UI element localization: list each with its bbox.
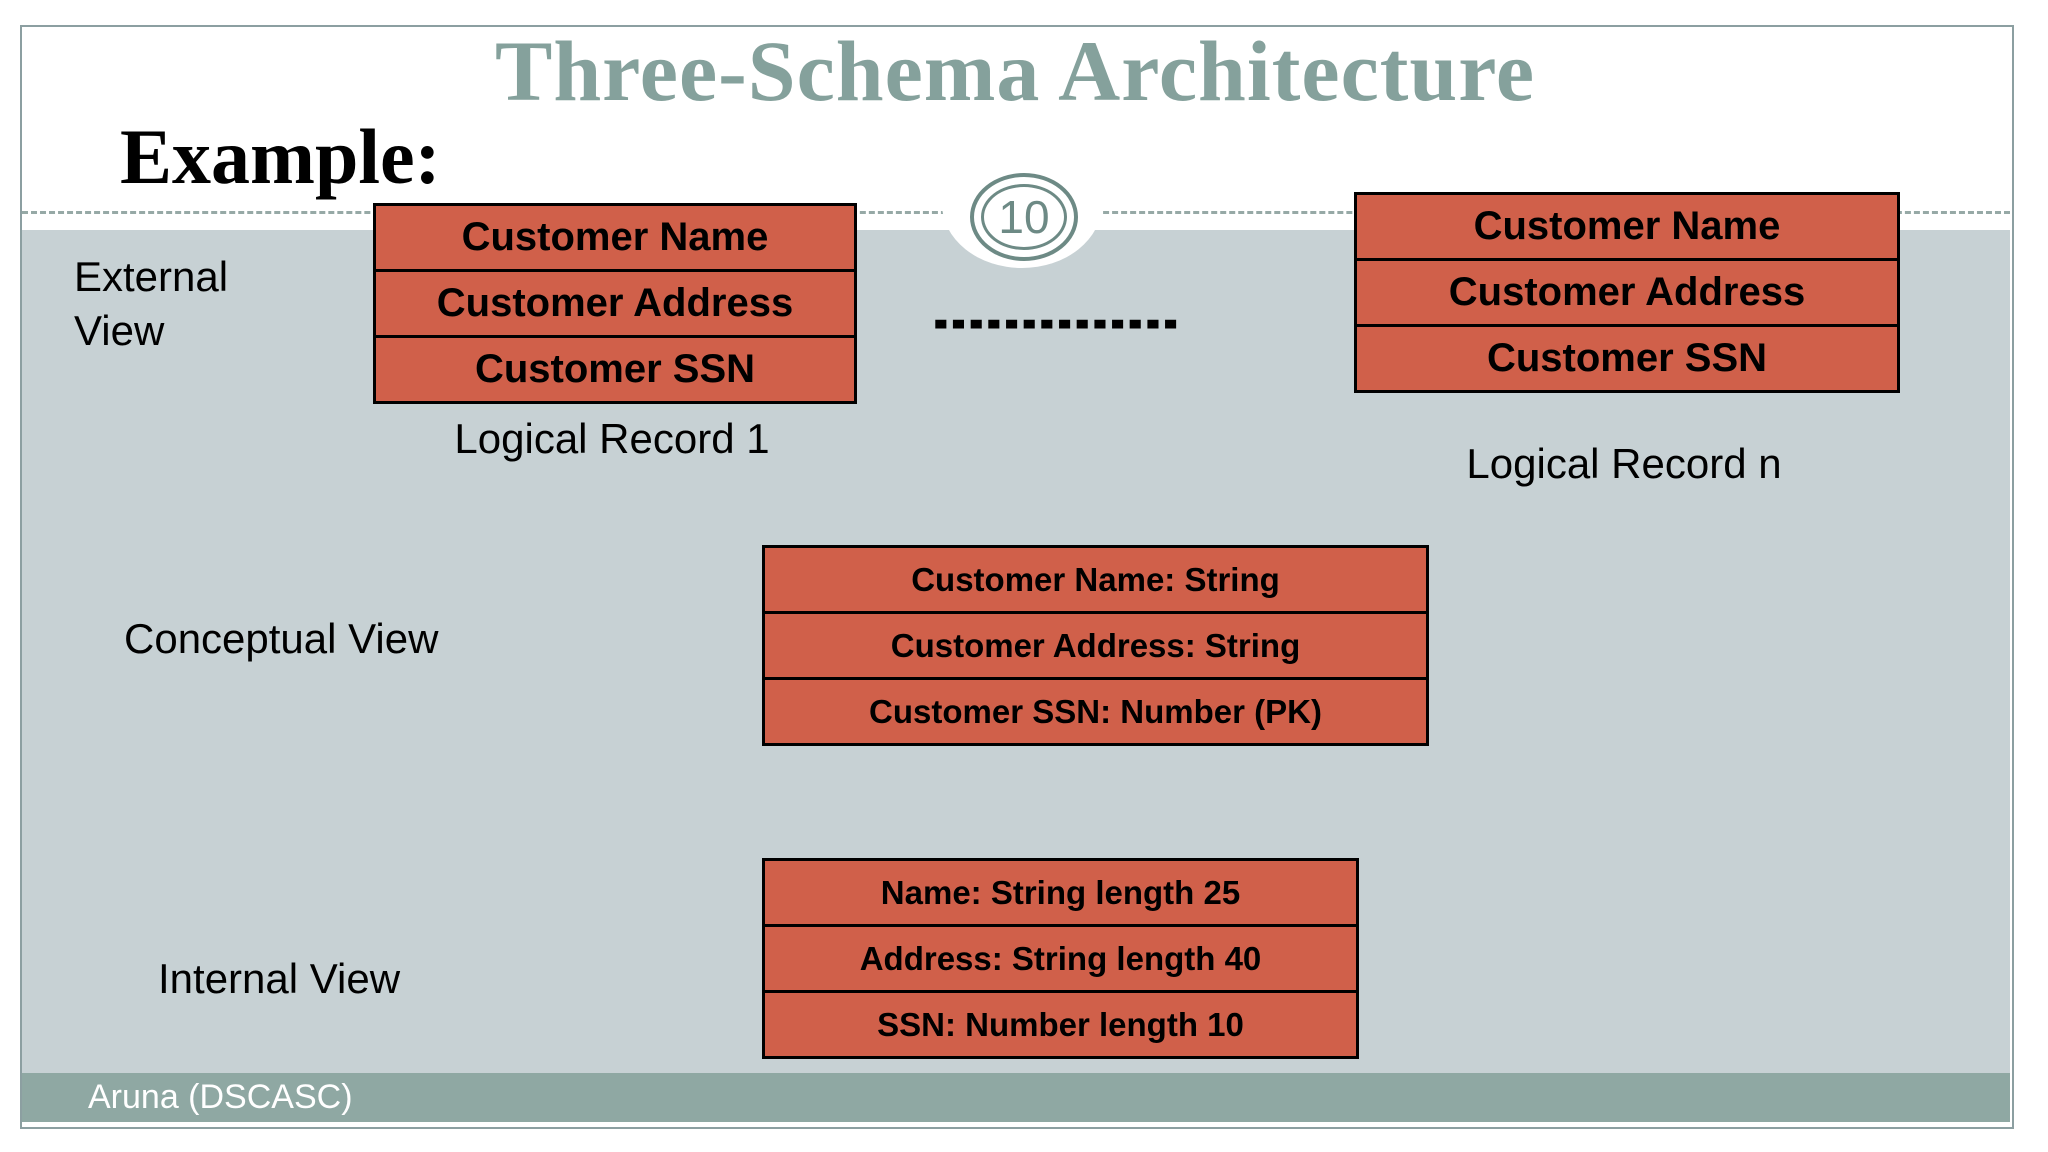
internal-view-label: Internal View (158, 955, 401, 1002)
schema-field: Address: String length 40 (765, 927, 1356, 993)
footer-bar (22, 1073, 2010, 1122)
record-field: Customer SSN (1486, 336, 1768, 380)
records-ellipsis-separator: -------------- (930, 287, 1181, 358)
record-field: Customer Address (376, 272, 854, 338)
record-field: Customer SSN (474, 347, 756, 391)
schema-field: Name: String length 25 (765, 861, 1356, 927)
logical-record-n-box: Customer Name Customer Address Customer … (1354, 192, 1900, 393)
logical-record-1-caption: Logical Record 1 (454, 415, 770, 462)
footer-author-text: Aruna (DSCASC) (88, 1078, 353, 1116)
logical-record-n-caption: Logical Record n (1466, 440, 1782, 487)
schema-field: Customer SSN: Number (PK) (869, 692, 1322, 730)
internal-schema-box: Name: String length 25 Address: String l… (762, 858, 1359, 1059)
example-heading: Example: (120, 113, 441, 200)
record-field: Customer Name (1357, 195, 1897, 261)
schema-field: Customer Address: String (765, 614, 1426, 680)
logical-record-1-box: Customer Name Customer Address Customer … (373, 203, 857, 404)
schema-field: Customer Name: String (765, 548, 1426, 614)
page-number-badge-inner-ring: 10 (981, 184, 1067, 250)
external-view-label: External View (74, 253, 229, 354)
page-number: 10 (998, 191, 1050, 243)
conceptual-schema-box: Customer Name: String Customer Address: … (762, 545, 1429, 746)
schema-field: SSN: Number length 10 (877, 1005, 1244, 1043)
record-field: Customer Address (1357, 261, 1897, 327)
conceptual-view-label: Conceptual View (124, 615, 439, 662)
record-field: Customer Name (376, 206, 854, 272)
page-number-badge: 10 (970, 173, 1078, 261)
slide-title: Three-Schema Architecture (494, 23, 1536, 119)
